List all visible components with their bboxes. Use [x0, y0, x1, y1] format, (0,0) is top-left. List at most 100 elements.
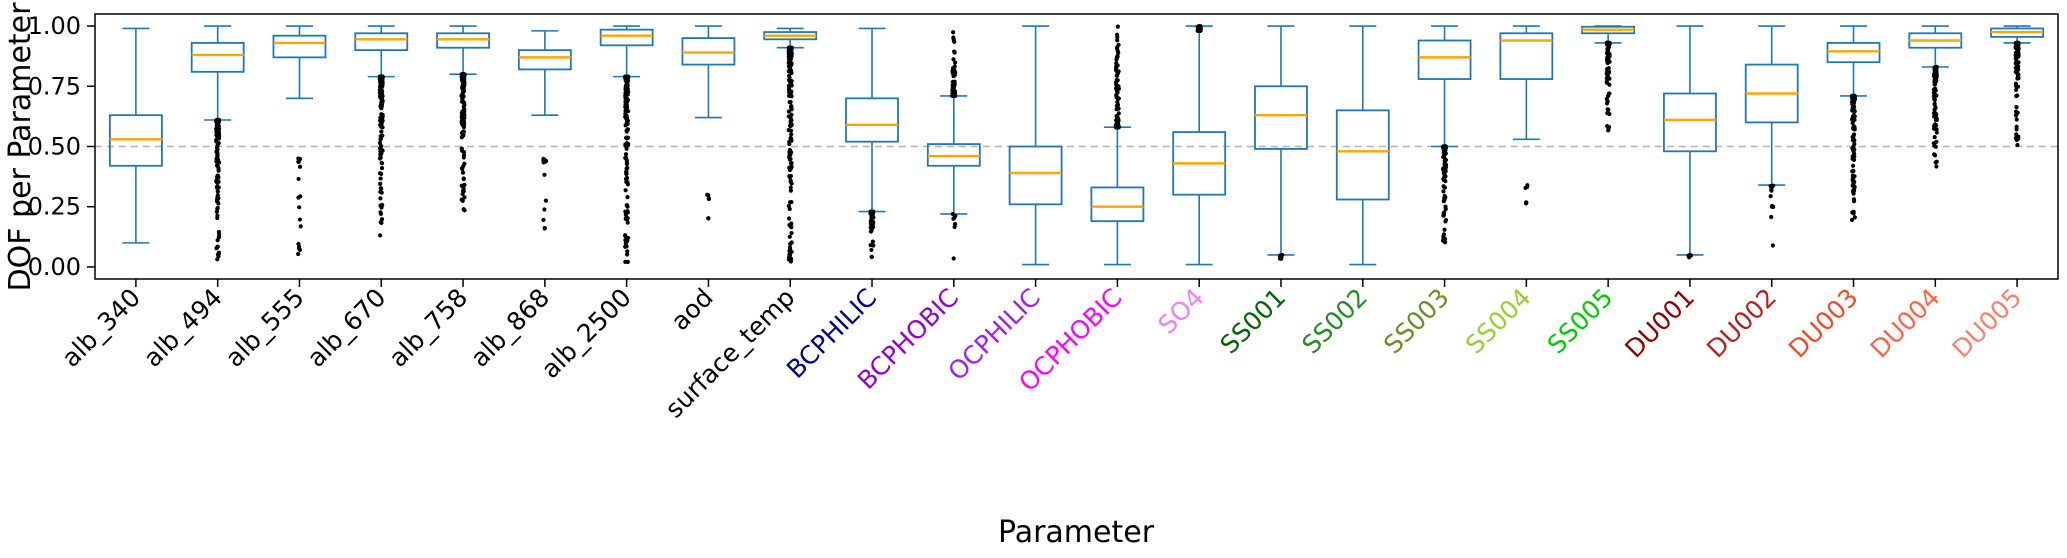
boxplot-aod: aod — [665, 25, 736, 336]
outlier-dot — [789, 137, 794, 142]
y-axis-title: DOF per Parameter — [3, 2, 38, 292]
outlier-dot — [1441, 171, 1446, 176]
outlier-dot — [461, 176, 466, 181]
outlier-dot — [1850, 163, 1856, 168]
outlier-dot — [1604, 79, 1609, 84]
outlier-dot — [296, 195, 301, 200]
outlier-dot — [1115, 38, 1120, 43]
outlier-dot — [1605, 111, 1610, 116]
boxplot-OCPHILIC: OCPHILIC — [943, 25, 1063, 386]
outlier-dot — [624, 158, 629, 163]
outlier-dot — [952, 64, 957, 69]
outlier-dot — [1113, 80, 1119, 85]
outlier-dot — [788, 166, 793, 171]
outlier-dot — [787, 206, 792, 212]
outlier-dot — [1606, 53, 1611, 58]
outlier-dot — [1116, 96, 1121, 101]
outlier-dot — [379, 220, 384, 226]
outlier-dot — [1443, 240, 1448, 245]
outlier-dot — [787, 90, 792, 95]
outlier-dot — [296, 176, 301, 182]
outlier-dot — [789, 105, 794, 110]
outlier-dot — [378, 176, 383, 181]
outlier-dot — [1851, 168, 1856, 173]
outlier-dot — [623, 241, 628, 246]
outlier-dot — [1851, 137, 1856, 142]
outlier-dot — [786, 109, 791, 114]
outlier-dot — [788, 178, 793, 183]
outlier-dot — [1851, 93, 1856, 99]
outlier-dot — [1851, 199, 1857, 204]
x-tick-label-DU003: DU003 — [1783, 283, 1864, 364]
outlier-dot — [625, 98, 630, 103]
outlier-dot — [2014, 117, 2019, 122]
x-tick-label-alb_494: alb_494 — [138, 283, 228, 373]
outlier-dot — [625, 79, 630, 84]
box — [681, 37, 736, 66]
outlier-dot — [215, 147, 220, 152]
outlier-dot — [625, 259, 630, 265]
outlier-dot — [787, 252, 792, 257]
outlier-dot — [1196, 24, 1201, 29]
outlier-dot — [2013, 53, 2019, 58]
outlier-dot — [1116, 117, 1121, 122]
outlier-dot — [1933, 88, 1938, 93]
outlier-dot — [625, 86, 630, 91]
outlier-dot — [789, 221, 794, 226]
outlier-dot — [1443, 179, 1448, 184]
outlier-dot — [216, 235, 221, 240]
outlier-dot — [787, 216, 792, 221]
outlier-dot — [1771, 183, 1776, 188]
outlier-dot — [789, 225, 794, 230]
outlier-dot — [215, 119, 220, 124]
outlier-dot — [623, 238, 628, 243]
box — [354, 32, 409, 52]
x-tick-label-alb_340: alb_340 — [56, 283, 146, 373]
outlier-dot — [623, 74, 628, 79]
outlier-dot — [623, 216, 628, 221]
outlier-dot — [462, 208, 467, 213]
outlier-dot — [952, 88, 957, 94]
x-tick-label-alb_670: alb_670 — [301, 283, 391, 373]
outlier-dot — [379, 186, 384, 192]
x-tick-label-DU004: DU004 — [1865, 283, 1946, 364]
outlier-dot — [868, 229, 873, 234]
outlier-dot — [950, 71, 956, 76]
outlier-dot — [1114, 92, 1119, 98]
outlier-dot — [789, 160, 794, 166]
outlier-dot — [1115, 32, 1120, 37]
outlier-dot — [953, 60, 958, 65]
outlier-dot — [624, 146, 629, 151]
outlier-dot — [1442, 196, 1447, 202]
outlier-dot — [216, 179, 221, 184]
outlier-dot — [1852, 124, 1857, 130]
box — [1826, 42, 1881, 64]
outlier-dot — [625, 195, 630, 200]
outlier-dot — [1115, 24, 1120, 29]
outlier-dot — [460, 113, 465, 118]
outlier-dot — [786, 86, 792, 92]
outlier-dot — [460, 166, 465, 172]
outlier-dot — [379, 217, 385, 222]
outlier-dot — [625, 249, 630, 254]
outlier-dot — [868, 218, 873, 224]
x-tick-label-alb_758: alb_758 — [383, 283, 473, 373]
outlier-dot — [1934, 164, 1939, 169]
outlier-dot — [460, 81, 465, 87]
outlier-dot — [462, 103, 467, 108]
outlier-dot — [788, 188, 793, 193]
outlier-dot — [706, 216, 711, 221]
outlier-dot — [542, 207, 547, 212]
outlier-dot — [705, 192, 710, 197]
outlier-dot — [377, 140, 383, 146]
outlier-dot — [2013, 69, 2018, 74]
outlier-dot — [788, 64, 793, 69]
outlier-dot — [2014, 93, 2019, 99]
box — [1008, 145, 1063, 206]
x-tick-label-DU005: DU005 — [1947, 283, 2028, 364]
boxplot-DU004: DU004 — [1865, 25, 1963, 364]
outlier-dot — [868, 243, 873, 248]
box — [108, 114, 163, 167]
outlier-dot — [1442, 155, 1447, 160]
outlier-dot — [297, 217, 302, 222]
